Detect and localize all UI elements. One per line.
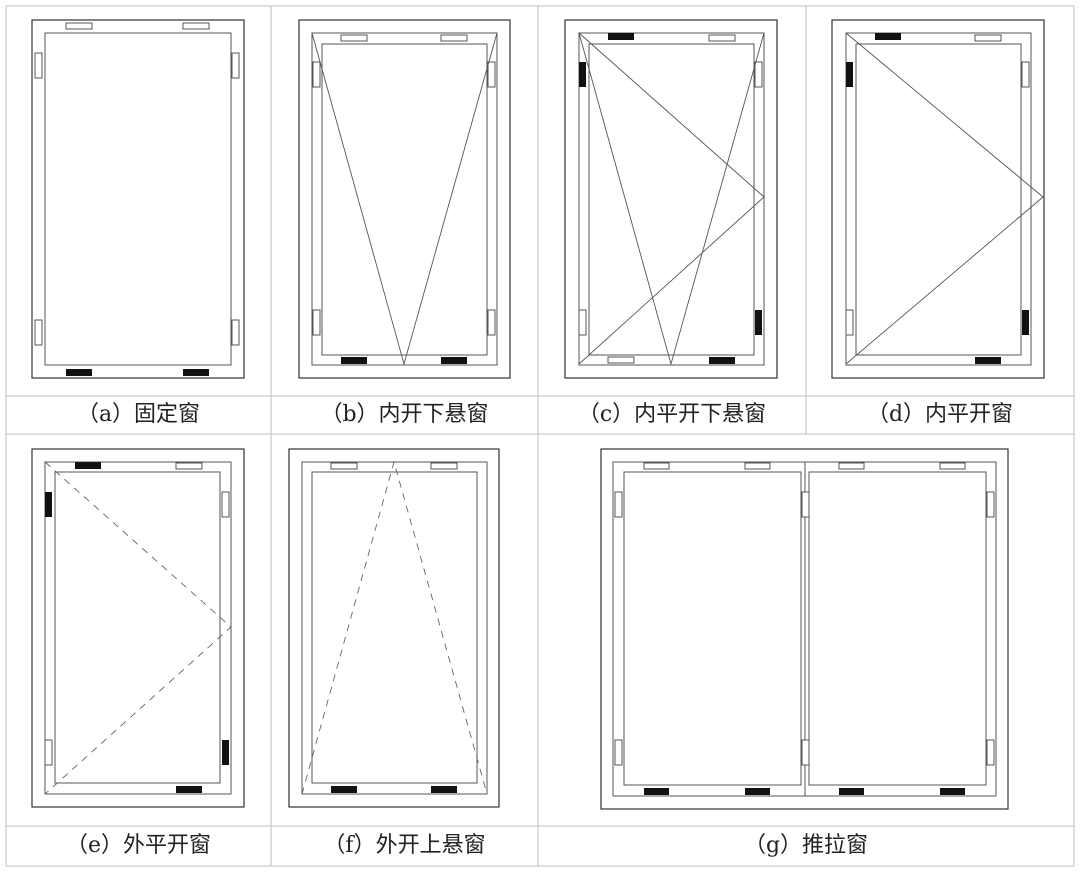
caption-d: （d）内平开窗 (866, 402, 1014, 427)
window-f-outward-top-hung (288, 448, 500, 808)
caption-b: （b）内开下悬窗 (320, 402, 489, 427)
table-grid (5, 5, 1075, 867)
window-a-fixed (31, 19, 245, 379)
caption-g: （g）推拉窗 (743, 833, 869, 858)
caption-c: （c）内平开下悬窗 (577, 402, 767, 427)
caption-f: （f）外开上悬窗 (323, 833, 486, 858)
window-b-inward-bottom-hung (298, 19, 511, 379)
caption-e: （e）外平开窗 (65, 833, 212, 858)
window-e-outward-casement (31, 448, 245, 808)
window-d-inward-casement (831, 19, 1045, 379)
caption-a: （a）固定窗 (76, 402, 201, 427)
window-c-inward-tilt-turn (564, 19, 778, 379)
window-g-sliding (600, 448, 1009, 810)
